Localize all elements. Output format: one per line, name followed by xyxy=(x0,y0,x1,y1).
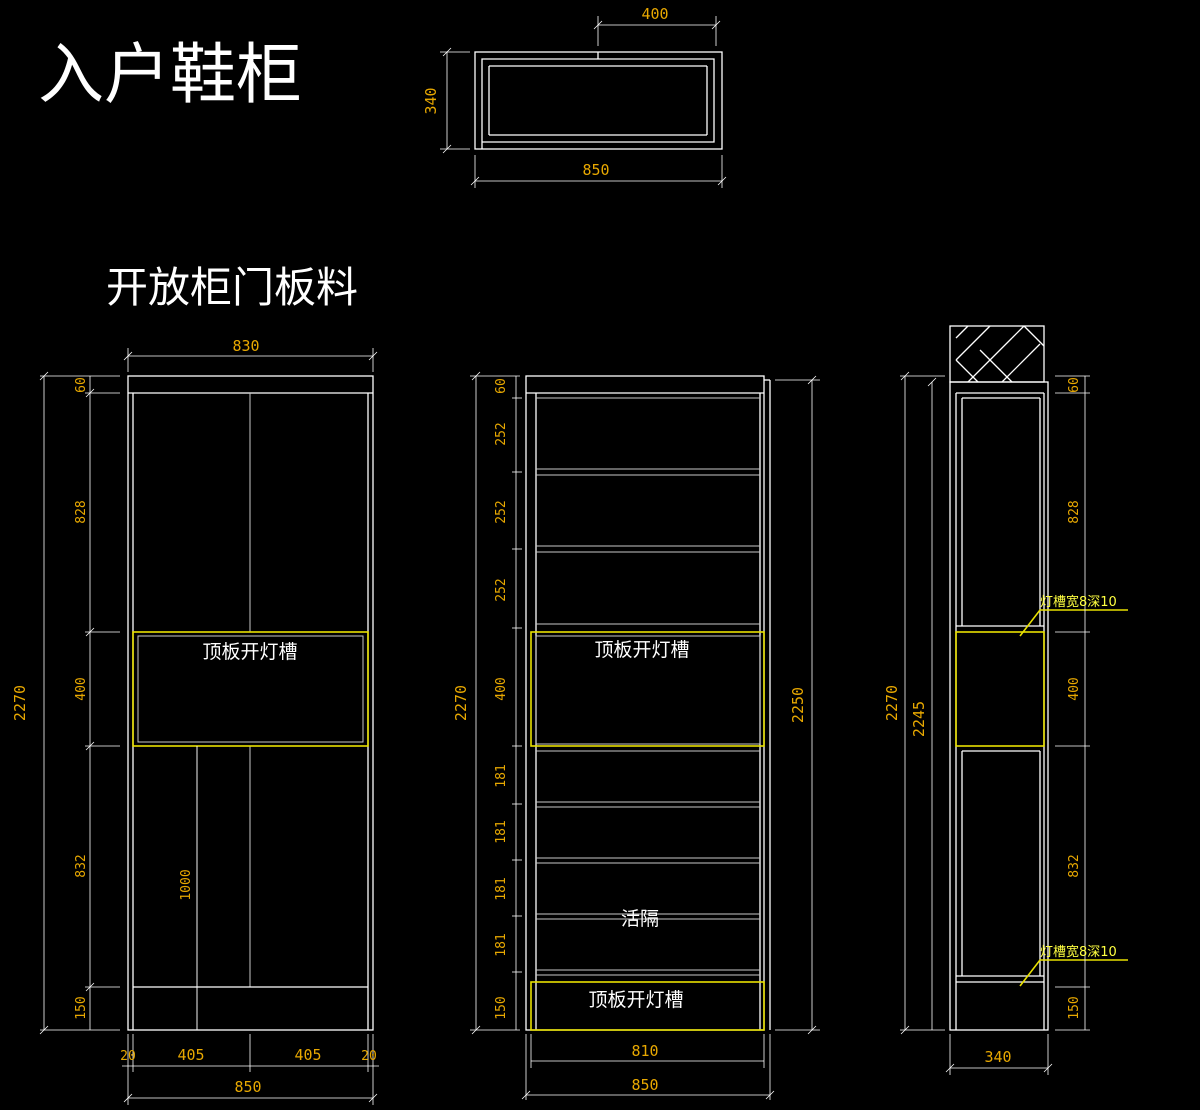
side-note-top: 灯槽宽8深10 xyxy=(1040,594,1117,610)
side-seg-150: 150 xyxy=(1067,996,1082,1019)
front-slot-label: 顶板开灯槽 xyxy=(202,641,297,663)
front-seg-832: 832 xyxy=(74,854,89,877)
inner-dim-2270: 2270 xyxy=(452,685,470,721)
inner-seg-150: 150 xyxy=(494,996,509,1019)
front-seg-400: 400 xyxy=(74,677,89,700)
plan-view xyxy=(440,16,727,188)
inner-seg-181-4: 181 xyxy=(494,933,509,956)
front-bottom-405-right: 405 xyxy=(294,1046,321,1064)
inner-seg-181-1: 181 xyxy=(494,764,509,787)
front-dim-850: 850 xyxy=(234,1078,261,1096)
inner-slot-label-bottom: 顶板开灯槽 xyxy=(588,989,683,1011)
side-seg-400: 400 xyxy=(1067,677,1082,700)
front-elevation xyxy=(39,348,379,1105)
inner-shelf-label: 活隔 xyxy=(621,908,659,930)
drawing-title: 入户鞋柜 xyxy=(38,36,302,113)
inner-seg-181-2: 181 xyxy=(494,820,509,843)
front-bottom-405-left: 405 xyxy=(177,1046,204,1064)
drawing-subtitle: 开放柜门板料 xyxy=(106,263,358,312)
inner-seg-252-2: 252 xyxy=(494,500,509,523)
front-bottom-20-right: 20 xyxy=(361,1049,377,1064)
inner-elevation xyxy=(470,371,820,1100)
side-note-bottom: 灯槽宽8深10 xyxy=(1040,944,1117,960)
side-seg-60: 60 xyxy=(1067,377,1082,393)
side-seg-828: 828 xyxy=(1067,500,1082,523)
front-seg-828: 828 xyxy=(74,500,89,523)
front-seg-60: 60 xyxy=(74,377,89,393)
inner-seg-252-1: 252 xyxy=(494,422,509,445)
side-dim-2270: 2270 xyxy=(883,685,901,721)
inner-slot-label-top: 顶板开灯槽 xyxy=(594,639,689,661)
side-seg-832: 832 xyxy=(1067,854,1082,877)
front-bottom-20-left: 20 xyxy=(120,1049,136,1064)
side-dim-2245: 2245 xyxy=(910,701,928,737)
plan-dim-340: 340 xyxy=(422,87,440,114)
inner-dim-810: 810 xyxy=(631,1042,658,1060)
front-dim-830: 830 xyxy=(232,337,259,355)
inner-dim-850: 850 xyxy=(631,1076,658,1094)
plan-dim-850: 850 xyxy=(582,161,609,179)
front-dim-2270: 2270 xyxy=(11,685,29,721)
side-section xyxy=(900,325,1128,1075)
inner-seg-60: 60 xyxy=(494,378,509,394)
side-dim-340: 340 xyxy=(984,1048,1011,1066)
inner-seg-252-3: 252 xyxy=(494,578,509,601)
inner-dim-2250: 2250 xyxy=(789,687,807,723)
front-seg-150: 150 xyxy=(74,996,89,1019)
inner-seg-400: 400 xyxy=(494,677,509,700)
front-door-1000: 1000 xyxy=(179,869,194,900)
plan-dim-400: 400 xyxy=(641,5,668,23)
inner-seg-181-3: 181 xyxy=(494,877,509,900)
